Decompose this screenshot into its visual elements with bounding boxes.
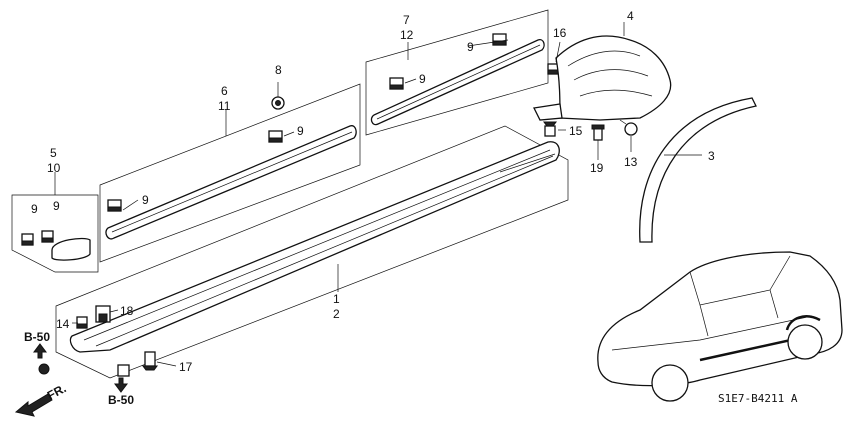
leader-lines: [54, 22, 702, 367]
side-sill-garnish-1-2: [69, 141, 560, 353]
callout-3: 3: [708, 149, 715, 163]
callout-9: 9: [419, 72, 426, 86]
callout-19: 19: [590, 161, 604, 175]
clip-9-icon: [21, 233, 34, 246]
callout-4: 4: [627, 9, 634, 23]
callout-9: 9: [31, 202, 38, 216]
wheel-arch-molding-3: [639, 97, 757, 243]
up-arrow-icon: [33, 343, 47, 359]
callout-9: 9: [467, 40, 474, 54]
molding-6-11: [105, 125, 357, 240]
callout-16: 16: [553, 26, 567, 40]
clip-18-icon: [95, 305, 111, 323]
callout-11: 11: [218, 99, 231, 113]
callout-17: 17: [179, 360, 193, 374]
callout-5: 5: [50, 146, 57, 160]
clip-9-icon: [389, 77, 404, 90]
callout-9: 9: [297, 124, 304, 138]
clip-16-icon: [547, 63, 559, 75]
front-arrow-icon: [14, 393, 53, 417]
ref-b50-top: B-50: [24, 330, 50, 344]
callout-6: 6: [221, 84, 228, 98]
clip-14-icon: [76, 316, 88, 329]
diagram-code: S1E7-B4211 A: [718, 392, 798, 405]
callout-9: 9: [53, 199, 60, 213]
clip-icon: [117, 364, 130, 377]
callout-8: 8: [275, 63, 282, 77]
bolt-13-icon: [619, 119, 638, 136]
screw-15-icon: [543, 121, 557, 137]
screw-19-icon: [591, 124, 605, 141]
callout-15: 15: [569, 124, 583, 138]
callout-9: 9: [142, 193, 149, 207]
callout-13: 13: [624, 155, 638, 169]
callout-12: 12: [400, 28, 414, 42]
nut-icon: [38, 363, 50, 375]
callout-2: 2: [333, 307, 340, 321]
ref-b50-bottom: B-50: [108, 393, 134, 407]
clip-9-icon: [268, 130, 283, 143]
clip-9-icon: [107, 199, 122, 212]
molding-7-12: [370, 39, 545, 126]
down-arrow-icon: [114, 377, 128, 393]
callout-14: 14: [56, 317, 70, 331]
callout-10: 10: [47, 161, 61, 175]
trim-piece-5-10: [51, 237, 91, 261]
callout-7: 7: [403, 13, 410, 27]
group-frame-6-11: [99, 83, 361, 263]
clip-17-icon: [142, 351, 158, 371]
callout-1: 1: [333, 292, 340, 306]
group-frame-7-12: [365, 9, 549, 136]
clip-8-icon: [271, 96, 285, 110]
splash-shield-4: [533, 35, 672, 121]
car-illustration: [597, 251, 843, 402]
group-frame-5-10: [11, 194, 99, 273]
group-frame-1-2: [55, 125, 569, 379]
callout-18: 18: [120, 304, 134, 318]
clip-9-icon: [492, 33, 507, 46]
clip-9-icon: [41, 230, 54, 243]
